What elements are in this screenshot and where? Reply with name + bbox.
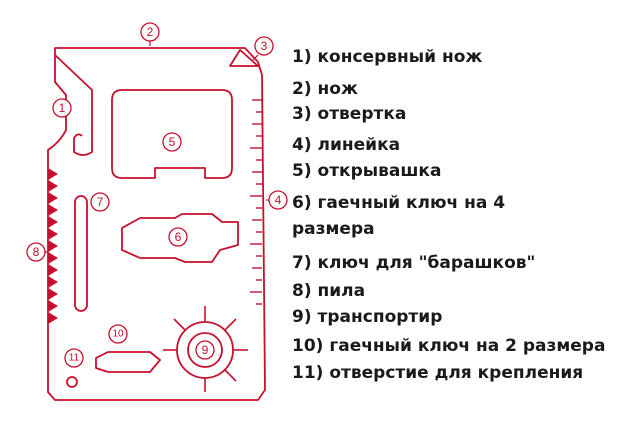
legend-item-3: 3) отвертка bbox=[292, 104, 407, 124]
callout-2: 2 bbox=[147, 25, 154, 39]
legend-item-7: 7) ключ для "барашков" bbox=[292, 253, 536, 273]
legend-item-5: 5) открывашка bbox=[292, 161, 442, 181]
callout-circle bbox=[90, 192, 110, 212]
butterfly-key-slot bbox=[74, 195, 88, 312]
legend-item-11: 11) отверстие для крепления bbox=[292, 363, 584, 383]
callout-3: 3 bbox=[261, 39, 268, 53]
can-opener-hook bbox=[54, 54, 93, 156]
survival-card-diagram: 1 2 3 4 5 6 7 8 9 10 11 bbox=[26, 22, 288, 401]
callout-5: 5 bbox=[169, 135, 176, 149]
saw-teeth bbox=[48, 168, 58, 324]
knife-blade bbox=[229, 49, 259, 67]
callout-11: 11 bbox=[69, 353, 80, 364]
callout-circle bbox=[52, 98, 72, 118]
callout-circle bbox=[162, 132, 182, 152]
card-outline bbox=[47, 47, 266, 401]
callout-circle bbox=[168, 227, 188, 247]
legend-item-8: 8) пила bbox=[292, 281, 366, 301]
legend-item-4: 4) линейка bbox=[292, 135, 401, 155]
legend-item-2: 2) нож bbox=[292, 79, 358, 99]
callout-circle bbox=[64, 348, 84, 368]
callout-9: 9 bbox=[202, 343, 209, 357]
two-size-wrench bbox=[95, 351, 161, 373]
callout-circle bbox=[195, 340, 215, 360]
callout-6: 6 bbox=[175, 230, 182, 244]
callout-4: 4 bbox=[275, 193, 282, 207]
callout-7: 7 bbox=[97, 195, 104, 209]
bottle-opener-shape bbox=[111, 89, 233, 179]
protractor-rays bbox=[163, 306, 248, 392]
legend-item-1: 1) консервный нож bbox=[292, 47, 483, 67]
callout-circle bbox=[140, 22, 160, 42]
callout-10: 10 bbox=[112, 329, 124, 340]
callout-1: 1 bbox=[59, 101, 66, 115]
callout-circle bbox=[254, 36, 274, 56]
ruler-ticks bbox=[250, 99, 262, 305]
mounting-hole bbox=[66, 376, 78, 388]
legend-item-10: 10) гаечный ключ на 2 размера bbox=[292, 336, 606, 356]
callout-circle bbox=[26, 242, 46, 262]
callout-circle bbox=[108, 324, 128, 344]
legend-item-9: 9) транспортир bbox=[292, 307, 443, 327]
callout-8: 8 bbox=[33, 245, 40, 259]
four-size-wrench bbox=[121, 213, 239, 263]
legend-item-6: 6) гаечный ключ на 4 размера bbox=[292, 193, 506, 239]
callout-circle bbox=[268, 190, 288, 210]
